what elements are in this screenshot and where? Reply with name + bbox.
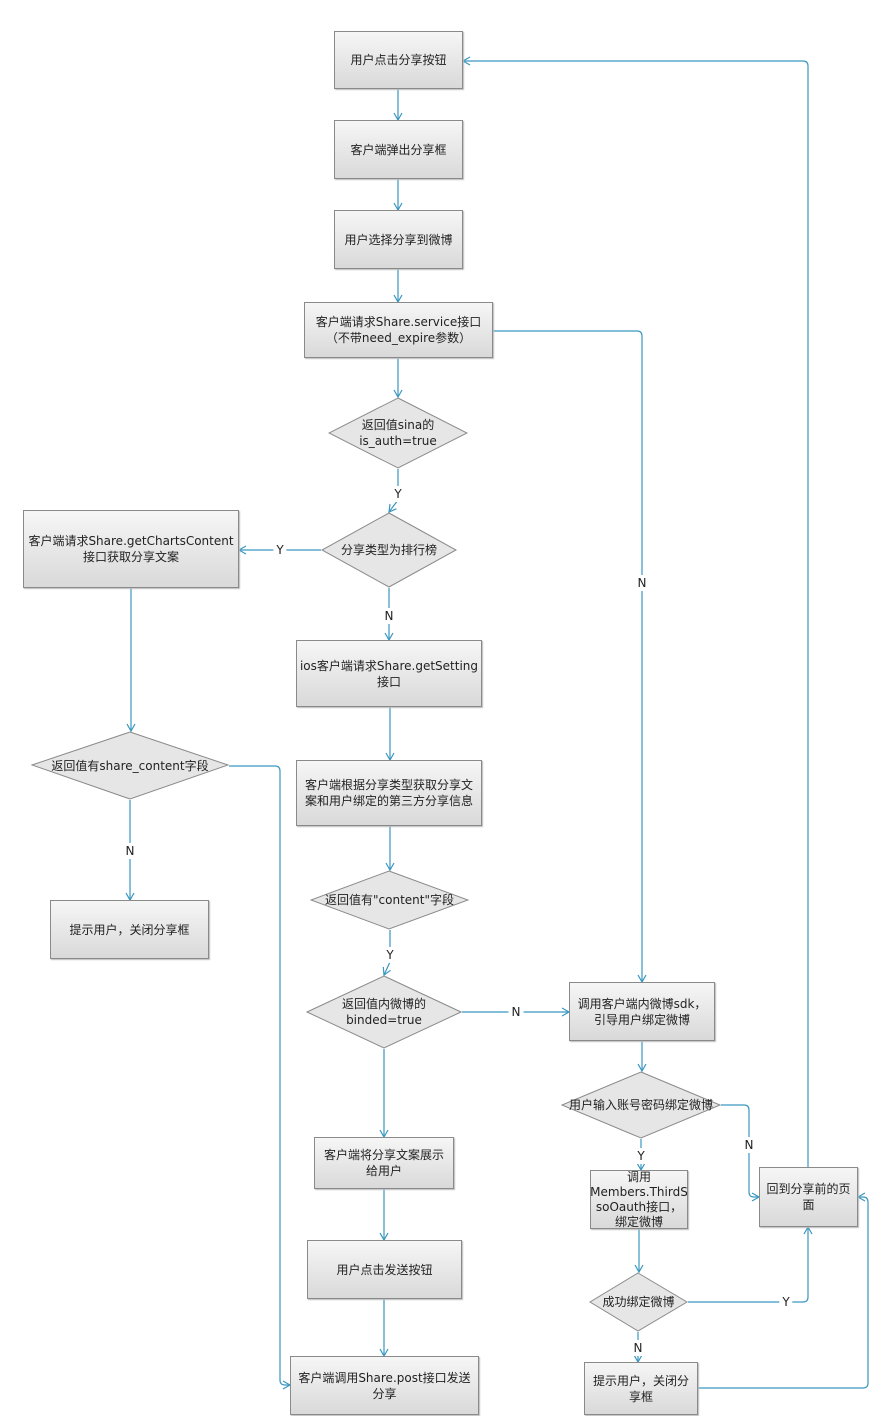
decision-is-auth[interactable]: 返回值sina的 is_auth=true <box>328 397 468 469</box>
node-notify-close-left[interactable]: 提示用户，关闭分享框 <box>50 900 209 959</box>
decision-text: 返回值内微博的 binded=true <box>341 997 426 1027</box>
decision-text: 成功绑定微博 <box>602 1295 675 1309</box>
node-user-click-share[interactable]: 用户点击分享按钮 <box>334 31 463 89</box>
node-text: 回到分享前的页 面 <box>766 1182 851 1212</box>
edge-b14-b15 <box>698 1192 869 1389</box>
node-text: 用户点击分享按钮 <box>350 53 447 67</box>
decision-has-share-content[interactable]: 返回值有share_content字段 <box>31 731 229 800</box>
edge-d7-b15 <box>688 1225 813 1303</box>
node-text: 用户选择分享到微博 <box>344 232 453 247</box>
node-notify-close-right[interactable]: 提示用户，关闭分 享框 <box>584 1362 698 1415</box>
decision-text: 返回值sina的 is_auth=true <box>359 418 437 448</box>
decision-binded[interactable]: 返回值内微博的 binded=true <box>306 975 462 1049</box>
node-text: 提示用户，关闭分 享框 <box>592 1373 689 1404</box>
decision-text: 返回值有share_content字段 <box>51 758 209 773</box>
node-text: 调用 Members.ThirdS soOauth接口， 绑定微博 <box>590 1170 688 1229</box>
node-share-post[interactable]: 客户端调用Share.post接口发送 分享 <box>290 1356 479 1415</box>
node-text: ios客户端请求Share.getSetting 接口 <box>299 658 479 689</box>
node-get-charts-content[interactable]: 客户端请求Share.getChartsContent 接口获取分享文案 <box>23 510 239 588</box>
edge-label-no: N <box>634 575 650 591</box>
node-text: 客户端根据分享类型获取分享文 案和用户绑定的第三方分享信息 <box>304 778 473 808</box>
node-call-weibo-sdk[interactable]: 调用客户端内微博sdk， 引导用户绑定微博 <box>569 982 715 1041</box>
node-request-share-service[interactable]: 客户端请求Share.service接口 （不带need_expire参数） <box>304 302 493 358</box>
node-text: 客户端请求Share.getChartsContent 接口获取分享文案 <box>28 534 234 564</box>
edge-b15-b1 <box>461 56 809 1167</box>
node-ios-get-setting[interactable]: ios客户端请求Share.getSetting 接口 <box>296 640 482 707</box>
node-show-share-text[interactable]: 客户端将分享文案展示 给用户 <box>314 1137 454 1189</box>
node-third-sso-oauth[interactable]: 调用 Members.ThirdS soOauth接口， 绑定微博 <box>590 1170 688 1229</box>
edge-label-no: N <box>381 608 397 624</box>
decision-has-content[interactable]: 返回值有"content"字段 <box>310 870 469 930</box>
edge-label-no: N <box>630 1340 646 1356</box>
node-client-popup-share[interactable]: 客户端弹出分享框 <box>334 120 463 179</box>
edge-d5-b12 <box>229 765 292 1390</box>
edge-label-no: N <box>741 1137 757 1153</box>
node-choose-weibo[interactable]: 用户选择分享到微博 <box>334 210 463 269</box>
node-click-send[interactable]: 用户点击发送按钮 <box>307 1240 462 1299</box>
node-back-to-page[interactable]: 回到分享前的页 面 <box>759 1167 858 1227</box>
node-text: 客户端弹出分享框 <box>350 142 447 157</box>
node-get-share-text[interactable]: 客户端根据分享类型获取分享文 案和用户绑定的第三方分享信息 <box>296 760 482 826</box>
edge-label-yes: Y <box>383 947 397 963</box>
node-text: 调用客户端内微博sdk， 引导用户绑定微博 <box>577 996 707 1027</box>
edge-label-yes: Y <box>273 542 287 558</box>
decision-bind-success[interactable]: 成功绑定微博 <box>589 1272 688 1332</box>
decision-is-ranking[interactable]: 分享类型为排行榜 <box>321 512 457 588</box>
edge-b4-b8 <box>493 330 647 984</box>
edge-label-yes: Y <box>391 486 405 502</box>
decision-text: 返回值有"content"字段 <box>325 893 454 907</box>
decision-text: 分享类型为排行榜 <box>340 543 437 557</box>
node-text: 提示用户，关闭分享框 <box>69 922 190 937</box>
decision-user-bind-weibo[interactable]: 用户输入账号密码绑定微博 <box>561 1071 721 1139</box>
edge-label-no: N <box>508 1004 524 1020</box>
edge-label-yes: Y <box>779 1294 793 1310</box>
node-text: 用户点击发送按钮 <box>336 1262 433 1277</box>
node-text: 客户端请求Share.service接口 （不带need_expire参数） <box>315 315 482 345</box>
node-text: 客户端将分享文案展示 给用户 <box>323 1148 444 1178</box>
decision-text: 用户输入账号密码绑定微博 <box>568 1098 713 1112</box>
edge-label-no: N <box>122 843 138 859</box>
edge-label-yes: Y <box>634 1148 648 1164</box>
node-text: 客户端调用Share.post接口发送 分享 <box>298 1370 471 1401</box>
